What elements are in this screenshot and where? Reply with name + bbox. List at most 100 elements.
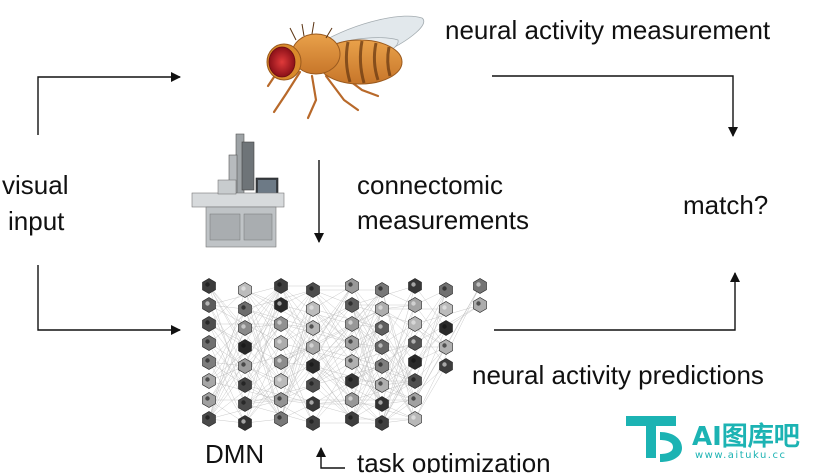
network-node-texture xyxy=(378,324,383,329)
network-node-texture xyxy=(309,305,314,310)
network-edge xyxy=(351,308,383,382)
network-node-texture xyxy=(411,301,416,306)
network-node-texture xyxy=(277,396,282,401)
network-node-texture xyxy=(277,320,282,325)
network-node-texture xyxy=(277,377,282,382)
network-node-texture xyxy=(442,343,447,348)
arrow-dmn-to-match xyxy=(494,272,740,331)
network-node-texture xyxy=(378,286,383,291)
network-node-texture xyxy=(411,320,416,325)
network-node-texture xyxy=(411,282,416,287)
electron-microscope-illustration xyxy=(191,133,285,248)
network-edge xyxy=(381,308,416,344)
network-node-texture xyxy=(378,400,383,405)
network-node-texture xyxy=(348,282,353,287)
network-node-texture xyxy=(241,305,246,310)
connectomic-label: connectomic xyxy=(357,170,503,200)
fruit-fly-illustration xyxy=(266,15,425,120)
watermark-brand: AI图库吧 xyxy=(692,422,800,452)
arrow-task-optimization xyxy=(316,447,345,469)
network-edge xyxy=(244,285,282,367)
network-node-texture xyxy=(411,415,416,420)
input-label: input xyxy=(8,206,65,236)
watermark-logo-icon xyxy=(626,416,682,462)
network-node-texture xyxy=(442,286,447,291)
network-node-texture xyxy=(241,362,246,367)
network-edge xyxy=(280,308,314,382)
network-node-texture xyxy=(442,324,447,329)
neural-activity-predictions-label: neural activity predictions xyxy=(472,360,764,390)
network-node-texture xyxy=(442,362,447,367)
network-edge xyxy=(445,285,481,348)
network-node-texture xyxy=(309,400,314,405)
network-node-texture xyxy=(241,324,246,329)
network-edge xyxy=(244,380,282,424)
network-node-texture xyxy=(309,286,314,291)
network-edge xyxy=(208,289,246,325)
network-node-texture xyxy=(378,305,383,310)
visual-label: visual xyxy=(2,170,69,200)
dmn-label: DMN xyxy=(205,439,265,469)
network-node-texture xyxy=(205,282,210,287)
network-edge xyxy=(381,361,416,424)
network-edge xyxy=(351,365,383,420)
arrow-fly-to-match xyxy=(492,75,738,137)
network-node-texture xyxy=(378,362,383,367)
network-node-texture xyxy=(442,305,447,310)
arrow-visual-to-fly xyxy=(37,72,181,135)
network-node-texture xyxy=(241,381,246,386)
dmn-network-nodes xyxy=(202,278,487,431)
network-edge xyxy=(208,285,246,348)
network-edge xyxy=(280,365,314,401)
network-node-texture xyxy=(348,301,353,306)
network-node-texture xyxy=(411,358,416,363)
network-edge xyxy=(312,380,353,424)
network-node-texture xyxy=(277,282,282,287)
network-edge xyxy=(312,327,383,386)
network-node-texture xyxy=(309,381,314,386)
network-node-texture xyxy=(378,343,383,348)
network-edge xyxy=(351,289,383,325)
network-edge xyxy=(312,323,353,386)
match-label: match? xyxy=(683,190,769,220)
network-edge xyxy=(312,365,383,386)
network-node-texture xyxy=(411,396,416,401)
network-node-texture xyxy=(205,301,210,306)
network-node-texture xyxy=(205,320,210,325)
network-edge xyxy=(312,285,353,348)
network-node-texture xyxy=(378,419,383,424)
network-edge xyxy=(381,285,416,348)
network-node-texture xyxy=(309,324,314,329)
network-node-texture xyxy=(277,339,282,344)
network-node-texture xyxy=(476,282,481,287)
network-edge xyxy=(312,285,353,367)
network-node-texture xyxy=(309,362,314,367)
network-node-texture xyxy=(348,339,353,344)
network-edge xyxy=(312,403,383,424)
network-edge xyxy=(208,346,246,420)
network-node-texture xyxy=(348,320,353,325)
network-node-texture xyxy=(205,358,210,363)
network-node-texture xyxy=(241,343,246,348)
network-node-texture xyxy=(205,415,210,420)
network-node-texture xyxy=(309,343,314,348)
network-edge xyxy=(414,365,447,420)
measurements-label: measurements xyxy=(357,205,529,235)
network-edge xyxy=(208,361,246,424)
network-node-texture xyxy=(378,381,383,386)
network-node-texture xyxy=(277,301,282,306)
network-node-texture xyxy=(348,415,353,420)
network-edge xyxy=(414,327,447,401)
network-node-texture xyxy=(411,377,416,382)
network-edge xyxy=(244,289,282,325)
network-edge xyxy=(414,308,447,344)
neural-activity-measurement-label: neural activity measurement xyxy=(445,15,771,45)
network-node-texture xyxy=(205,339,210,344)
network-node-texture xyxy=(476,301,481,306)
network-node-texture xyxy=(348,358,353,363)
task-optimization-label: task optimization xyxy=(357,448,551,473)
network-node-texture xyxy=(277,358,282,363)
network-edge xyxy=(351,289,383,344)
